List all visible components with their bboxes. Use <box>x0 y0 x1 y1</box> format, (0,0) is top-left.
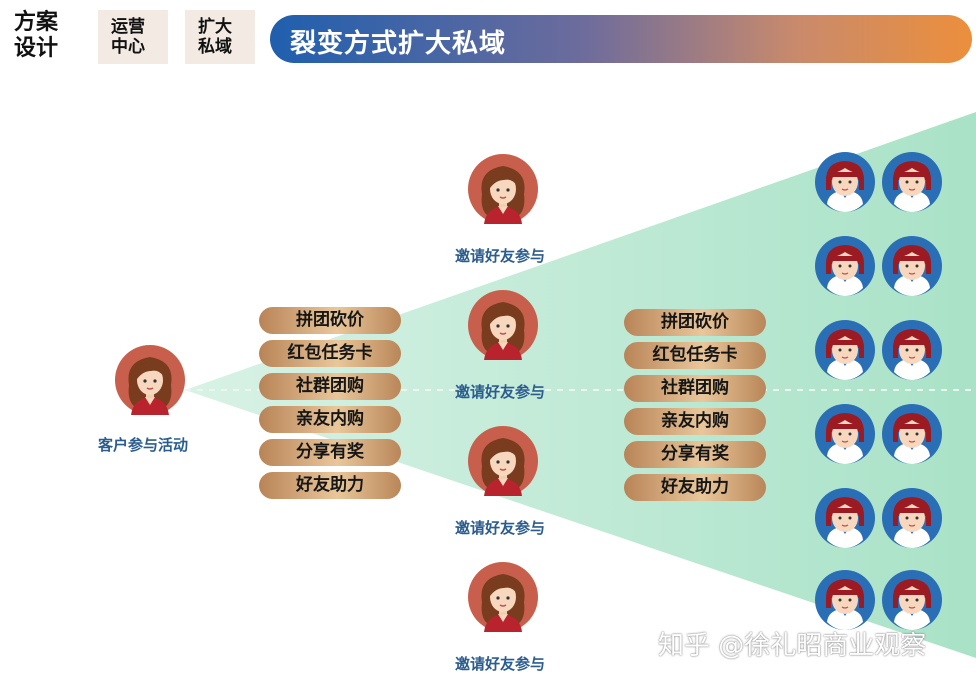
method-right-4: 亲友内购 <box>624 408 766 435</box>
user-avatar-icon <box>815 152 875 212</box>
method-right-2: 红包任务卡 <box>624 342 766 369</box>
invite-caption: 邀请好友参与 <box>455 519 546 537</box>
friend-avatar-icon <box>468 290 538 360</box>
tag-operations-center: 运营 中心 <box>98 10 168 64</box>
customer-avatar-icon <box>115 345 185 415</box>
tag-expand-line2: 私域 <box>198 37 232 57</box>
friend-avatar-icon <box>468 562 538 632</box>
user-avatar-icon <box>815 236 875 296</box>
friend-avatar-icon <box>468 426 538 496</box>
user-avatar-icon <box>882 152 942 212</box>
method-right-3: 社群团购 <box>624 375 766 402</box>
method-left-2: 红包任务卡 <box>259 340 401 367</box>
invite-caption: 邀请好友参与 <box>455 247 546 265</box>
method-left-6: 好友助力 <box>259 472 401 499</box>
user-avatar-icon <box>815 404 875 464</box>
tag-operations-line1: 运营 <box>111 17 145 37</box>
method-left-3: 社群团购 <box>259 373 401 400</box>
user-avatar-icon <box>882 404 942 464</box>
tag-expand-private: 扩大 私域 <box>185 10 255 64</box>
page-title: 裂变方式扩大私域 <box>290 29 507 59</box>
user-avatar-icon <box>882 570 942 630</box>
method-right-6: 好友助力 <box>624 474 766 501</box>
tag-operations-line2: 中心 <box>111 37 145 57</box>
method-left-4: 亲友内购 <box>259 406 401 433</box>
cone-shape <box>185 112 976 658</box>
invite-caption: 邀请好友参与 <box>455 383 546 401</box>
friend-avatar-icon <box>468 154 538 224</box>
method-right-5: 分享有奖 <box>624 441 766 468</box>
title-banner: 裂变方式扩大私域 <box>270 15 972 63</box>
method-left-5: 分享有奖 <box>259 439 401 466</box>
method-left-1: 拼团砍价 <box>259 307 401 334</box>
method-right-1: 拼团砍价 <box>624 309 766 336</box>
section-label-line2: 设计 <box>14 36 59 61</box>
section-label-line1: 方案 <box>14 10 59 35</box>
watermark: 知乎 @徐礼昭商业观察 <box>658 631 927 661</box>
section-label: 方案 设计 <box>14 10 58 62</box>
customer-caption: 客户参与活动 <box>98 436 189 454</box>
invite-caption: 邀请好友参与 <box>455 655 546 673</box>
user-avatar-icon <box>882 236 942 296</box>
user-avatar-icon <box>882 488 942 548</box>
user-avatar-icon <box>882 320 942 380</box>
user-avatar-icon <box>815 320 875 380</box>
tag-expand-line1: 扩大 <box>198 17 232 37</box>
user-avatar-icon <box>815 488 875 548</box>
user-avatar-icon <box>815 570 875 630</box>
